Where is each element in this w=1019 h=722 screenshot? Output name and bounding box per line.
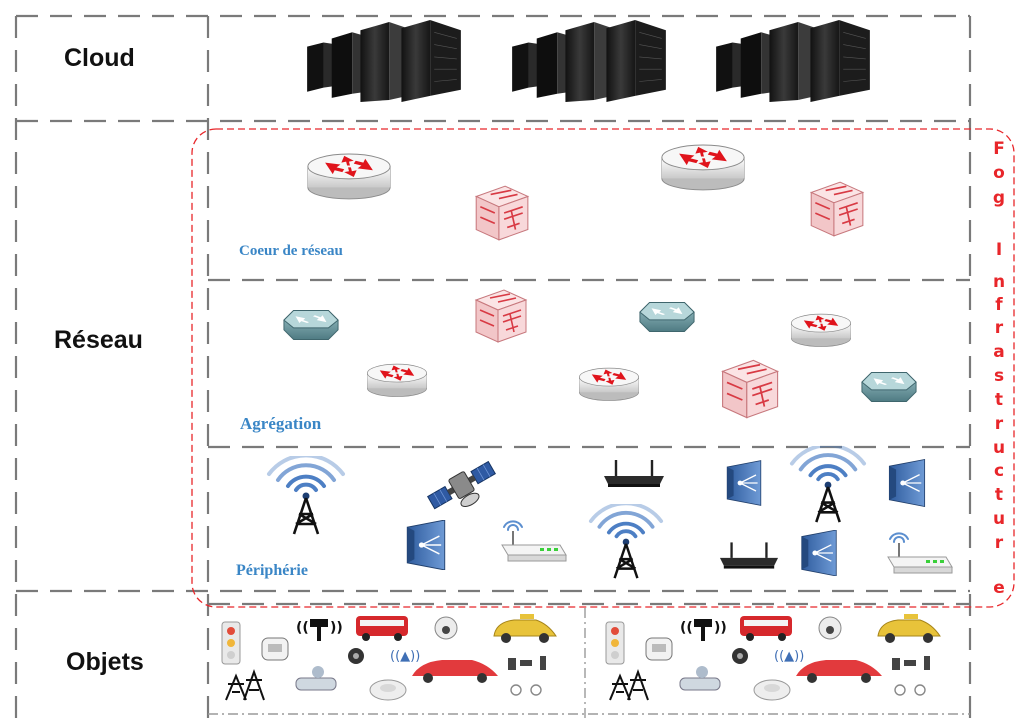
svg-text:)): )) [330,620,343,636]
hub-icon [861,371,917,402]
fog-letter: c [993,461,1005,481]
router-icon [661,144,745,191]
fog-letter: F [993,139,1005,159]
hub-icon [283,309,339,340]
router-icon [307,153,391,200]
router-icon [366,363,428,397]
server-rack-icon [715,20,871,102]
fog-letter: s [993,366,1005,386]
cell-tower-icon [789,446,867,524]
server-rack-icon [511,20,667,102]
fog-letter: r [994,414,1004,434]
antenna-panel-icon [888,458,926,508]
fog-letter: I [995,240,1003,260]
svg-text:((: (( [296,620,309,636]
iot-objects-cluster: (( )) ((▲)) [221,614,557,701]
router-icon [578,367,640,401]
fog-infrastructure-boundary [191,128,1015,608]
hub-icon [639,301,695,332]
router-icon [790,313,852,347]
cell-tower-icon [267,456,345,536]
access-point-icon [718,541,780,570]
objects-layer-label: Objets [66,648,144,676]
layer-grid [14,14,972,722]
fog-letter: t [994,390,1004,410]
fog-letter: n [992,272,1006,292]
fog-letter: o [993,163,1005,183]
fog-letter: r [994,318,1004,338]
fog-letter: u [992,438,1006,458]
fog-letter: r [994,533,1004,553]
switch-icon [475,185,529,241]
switch-icon [475,289,527,343]
fog-letter: e [993,578,1005,598]
antenna-panel-icon [726,460,762,506]
antenna-panel-icon [406,520,446,570]
satellite-icon [426,457,498,516]
aggregation-label: Agrégation [240,414,322,433]
fog-letter: g [992,188,1006,208]
fog-letter: a [993,342,1005,362]
cell-tower-icon [588,504,664,580]
access-point-icon [602,458,666,488]
cloud-layer-label: Cloud [64,44,135,72]
wifi-router-icon [500,520,568,563]
core-network-label: Coeur de réseau [239,243,343,259]
fog-letter: u [992,509,1006,529]
fog-letter: t [994,485,1004,505]
network-layer-label: Réseau [54,326,143,354]
fog-letter: f [995,295,1003,315]
svg-text:((▲)): ((▲)) [390,649,420,664]
switch-icon [810,181,864,237]
edge-label: Périphérie [236,562,308,579]
switch-icon [721,359,779,419]
antenna-panel-icon [801,530,837,576]
wifi-router-icon [886,532,954,575]
server-rack-icon [306,20,462,102]
